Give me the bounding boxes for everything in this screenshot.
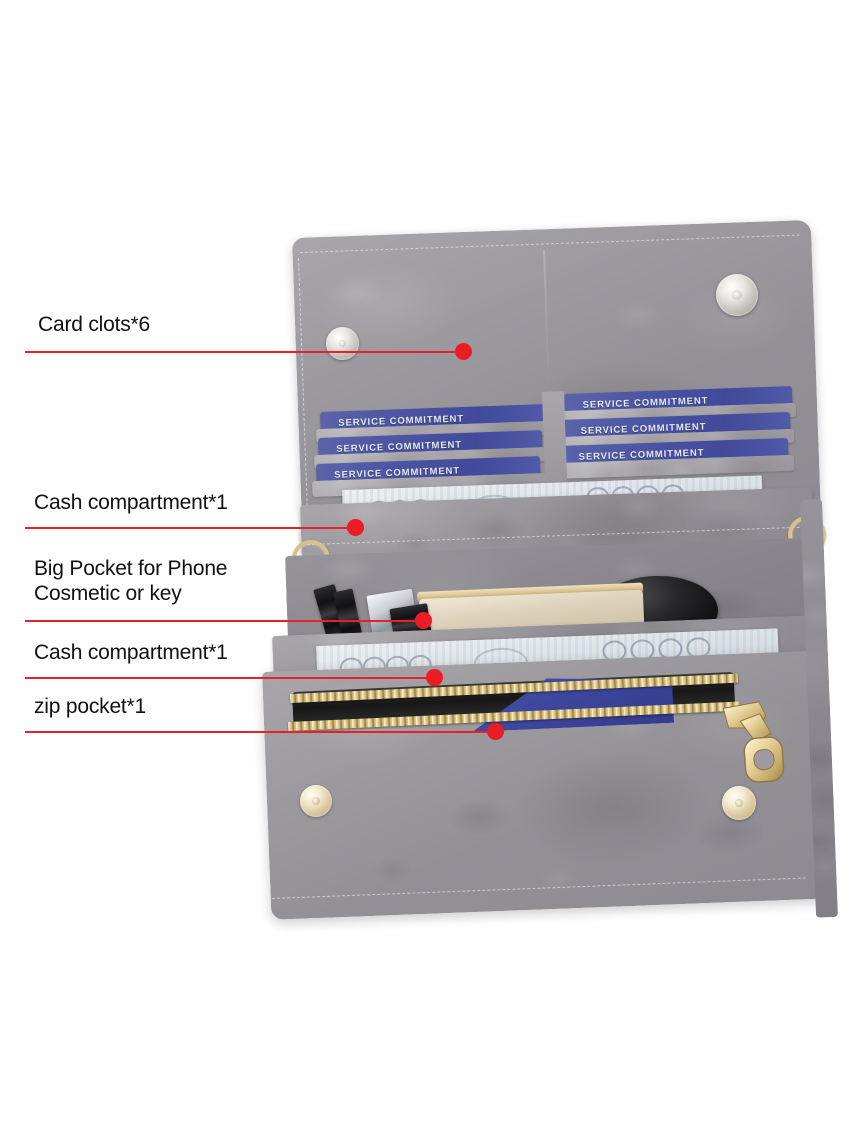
magnetic-snap-flap-right: [716, 274, 758, 316]
annotation-dot-card-slots: [455, 343, 472, 360]
annotation-line-card-slots: [25, 351, 465, 353]
annotation-line-big-pocket: [25, 620, 425, 622]
annotation-dot-zip-pocket: [487, 723, 504, 740]
annotation-dot-cash-top: [347, 519, 364, 536]
annotation-line-zip-pocket: [25, 731, 497, 733]
annotation-dot-cash-bottom: [426, 669, 443, 686]
zipper-pull: [719, 698, 797, 795]
magnetic-snap-bottom-right: [722, 786, 756, 820]
annotation-label-cash-bottom: Cash compartment*1: [34, 641, 228, 664]
annotation-label-zip-pocket: zip pocket*1: [34, 695, 147, 718]
magnetic-snap-flap-left: [326, 327, 359, 360]
annotation-label-cash-top: Cash compartment*1: [34, 491, 228, 514]
annotation-dot-big-pocket: [415, 612, 432, 629]
zipper-pull-icon: [722, 701, 785, 783]
annotation-line-cash-top: [25, 527, 357, 529]
annotation-label-big-pocket: Big Pocket for Phone Cosmetic or key: [34, 557, 228, 605]
annotation-label-card-slots: Card clots*6: [38, 313, 150, 336]
card-column-divider: [542, 391, 568, 496]
annotation-line-cash-bottom: [25, 677, 436, 679]
magnetic-snap-bottom-left: [300, 785, 332, 817]
